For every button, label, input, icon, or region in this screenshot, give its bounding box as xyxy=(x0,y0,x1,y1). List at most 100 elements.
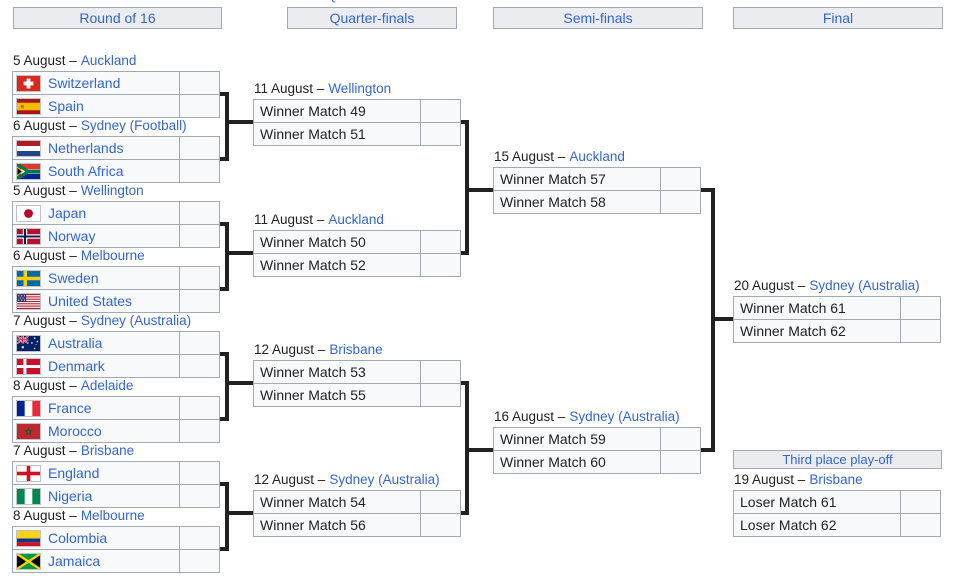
team-link[interactable]: Australia xyxy=(48,335,103,351)
team-link[interactable]: Norway xyxy=(48,228,96,244)
team-link[interactable]: South Africa xyxy=(48,163,124,179)
team-row: Denmark xyxy=(13,354,219,377)
qf-match-60: 12 August –Sydney (Australia) Winner Mat… xyxy=(253,472,461,537)
team-link[interactable]: Morocco xyxy=(48,423,102,439)
venue-link[interactable]: Sydney (Football) xyxy=(80,118,187,133)
final-link[interactable]: Final xyxy=(822,10,854,26)
winner-row: Winner Match 60 xyxy=(494,450,700,473)
team-row: Jamaica xyxy=(13,549,219,572)
venue-link[interactable]: Auckland xyxy=(80,53,137,68)
team-link[interactable]: United States xyxy=(48,293,133,309)
match-placeholder-label: Winner Match 52 xyxy=(260,257,366,273)
winner-row: Winner Match 59 xyxy=(494,428,700,450)
loser-row: Loser Match 62 xyxy=(734,513,940,536)
score-cell xyxy=(420,384,460,406)
match-date-text: 8 August – xyxy=(13,378,77,393)
team-link[interactable]: Denmark xyxy=(48,358,105,374)
bracket-connector xyxy=(465,120,469,255)
score-cell xyxy=(420,491,460,513)
venue-link[interactable]: Sydney (Australia) xyxy=(80,313,192,328)
match-date: 5 August –Auckland xyxy=(13,53,136,68)
r16-match-56: 8 August –Melbourne Colombia Jamaica xyxy=(12,508,220,573)
winner-row: Winner Match 55 xyxy=(254,383,460,406)
flag-france-icon xyxy=(17,400,40,416)
winner-row: Winner Match 54 xyxy=(254,491,460,513)
score-cell xyxy=(179,397,219,419)
semi-finals-link[interactable]: Semi-finals xyxy=(563,10,633,26)
venue-link[interactable]: Brisbane xyxy=(809,472,863,487)
flag-morocco-icon xyxy=(17,423,40,439)
team-row: South Africa xyxy=(13,159,219,182)
loser-row: Loser Match 61 xyxy=(734,491,940,513)
round-of-16-link[interactable]: Round of 16 xyxy=(79,10,156,26)
team-link[interactable]: Netherlands xyxy=(48,140,124,156)
qf-match-59: 12 August –Brisbane Winner Match 53 Winn… xyxy=(253,342,461,407)
bracket-connector xyxy=(469,188,493,192)
bracket-connector xyxy=(229,511,253,515)
match-box: Japan Norway xyxy=(12,201,220,248)
match-box: Colombia Jamaica xyxy=(12,526,220,573)
team-row: Japan xyxy=(13,202,219,224)
team-row: Nigeria xyxy=(13,484,219,507)
bracket-connector xyxy=(715,317,733,321)
quarter-finals-link[interactable]: Quarter-finals xyxy=(329,10,415,26)
team-link[interactable]: Sweden xyxy=(48,270,99,286)
clipped-text-remnant: Final xyxy=(805,0,845,3)
r16-match-55: 7 August –Brisbane England Nigeria xyxy=(12,443,220,508)
match-placeholder-label: Winner Match 50 xyxy=(260,234,366,250)
match-date: 12 August –Brisbane xyxy=(254,342,383,357)
score-cell xyxy=(179,137,219,159)
final-match: 20 August –Sydney (Australia) Winner Mat… xyxy=(733,278,941,343)
third-place-link[interactable]: Third place play-off xyxy=(782,452,893,467)
match-date-text: 8 August – xyxy=(13,508,77,523)
match-placeholder-label: Winner Match 54 xyxy=(260,494,366,510)
score-cell xyxy=(900,297,940,319)
venue-link[interactable]: Sydney (Australia) xyxy=(569,409,680,424)
match-box: Winner Match 49 Winner Match 51 xyxy=(253,99,461,146)
venue-link[interactable]: Brisbane xyxy=(80,443,135,458)
match-date-text: 11 August – xyxy=(254,81,325,96)
team-link[interactable]: Colombia xyxy=(48,530,108,546)
match-date: 7 August –Sydney (Australia) xyxy=(13,313,191,328)
venue-link[interactable]: Adelaide xyxy=(80,378,134,393)
team-link[interactable]: France xyxy=(48,400,92,416)
match-date-text: 20 August – xyxy=(734,278,806,293)
venue-link[interactable]: Auckland xyxy=(569,149,625,164)
venue-link[interactable]: Wellington xyxy=(80,183,144,198)
score-cell xyxy=(179,267,219,289)
venue-link[interactable]: Melbourne xyxy=(80,508,145,523)
flag-japan-icon xyxy=(17,205,40,221)
score-cell xyxy=(420,231,460,253)
match-box: Winner Match 53 Winner Match 55 xyxy=(253,360,461,407)
match-date-text: 19 August – xyxy=(734,472,806,487)
team-link[interactable]: Switzerland xyxy=(48,75,121,91)
match-box: Loser Match 61 Loser Match 62 xyxy=(733,490,941,537)
venue-link[interactable]: Auckland xyxy=(328,212,384,227)
venue-link[interactable]: Brisbane xyxy=(329,342,383,357)
venue-link[interactable]: Melbourne xyxy=(80,248,145,263)
match-date-text: 7 August – xyxy=(13,313,77,328)
team-link[interactable]: Jamaica xyxy=(48,553,101,569)
score-cell xyxy=(179,290,219,312)
match-box: Winner Match 59 Winner Match 60 xyxy=(493,427,701,474)
venue-link[interactable]: Sydney (Australia) xyxy=(329,472,440,487)
score-cell xyxy=(900,514,940,536)
match-date-text: 6 August – xyxy=(13,248,77,263)
match-placeholder-label: Winner Match 57 xyxy=(500,171,606,187)
team-link[interactable]: Spain xyxy=(48,98,84,114)
venue-link[interactable]: Wellington xyxy=(328,81,392,96)
winner-row: Winner Match 53 xyxy=(254,361,460,383)
flag-denmark-icon xyxy=(17,358,40,374)
team-link[interactable]: England xyxy=(48,465,100,481)
score-cell xyxy=(420,100,460,122)
flag-south-africa-icon xyxy=(17,163,40,179)
match-date-text: 11 August – xyxy=(254,212,325,227)
team-link[interactable]: Japan xyxy=(48,205,87,221)
team-link[interactable]: Nigeria xyxy=(48,488,93,504)
clipped-text: Round of 16 xyxy=(75,0,135,3)
bracket-connector xyxy=(220,287,229,291)
match-box: Winner Match 50 Winner Match 52 xyxy=(253,230,461,277)
score-cell xyxy=(420,514,460,536)
venue-link[interactable]: Sydney (Australia) xyxy=(809,278,920,293)
